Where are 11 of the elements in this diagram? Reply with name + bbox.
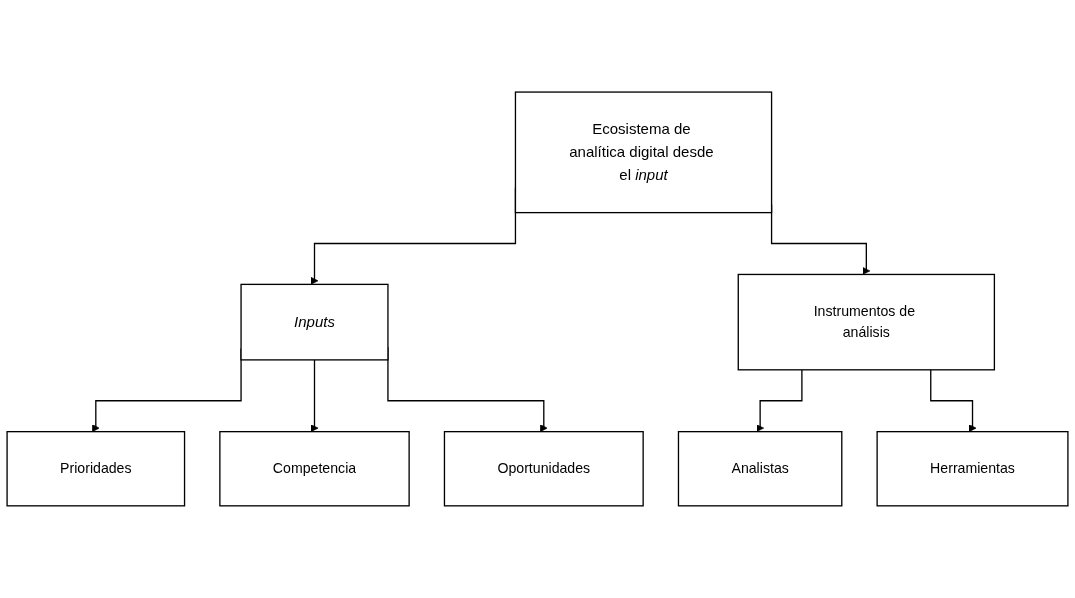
node-box: Prioridades — [6, 431, 186, 507]
node-box: Herramientas — [876, 431, 1069, 507]
node-box: Competencia — [219, 431, 410, 507]
node-box: Instrumentos de análisis — [737, 273, 996, 371]
node-box: Inputs — [240, 283, 389, 361]
arrow — [310, 359, 319, 433]
node-box: Oportunidades — [443, 431, 644, 507]
node-box: Ecosistema de analítica digital desde el input — [514, 91, 773, 214]
arrow — [930, 369, 977, 433]
node-box: Analistas — [677, 431, 843, 507]
arrow — [756, 369, 803, 433]
